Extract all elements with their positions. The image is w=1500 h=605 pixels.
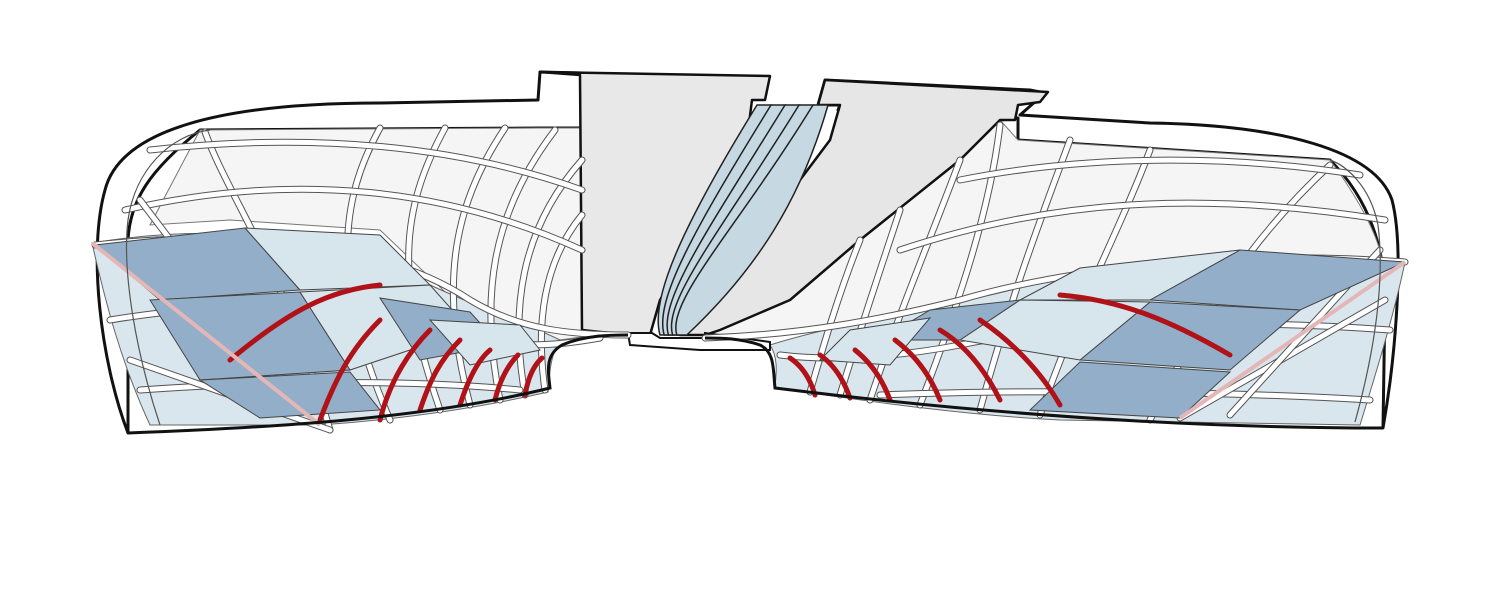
central-fins: [657, 104, 829, 336]
left-red-ribs: [90, 241, 545, 427]
right-inner-frame: [1329, 159, 1381, 423]
left-red-rib: [227, 282, 383, 363]
right-rib: [807, 237, 863, 395]
left-rib: [488, 127, 558, 403]
right-red-rib: [1057, 292, 1233, 358]
right-pink-edge: [1178, 260, 1407, 420]
right-rib: [977, 137, 1073, 413]
right-red-ribs: [787, 260, 1407, 420]
right-glass-panel: [1028, 361, 1232, 419]
left-wing-shell: [95, 70, 584, 435]
left-rib: [147, 139, 585, 193]
left-red-rib: [492, 352, 521, 403]
central-fin: [675, 104, 829, 336]
left-red-rib: [317, 317, 383, 423]
left-pink-edge: [90, 241, 322, 427]
left-rib: [516, 157, 585, 398]
left-rib-lattice: [91, 124, 632, 434]
left-wing-base: [127, 333, 629, 435]
core-right-block: [678, 78, 1050, 337]
left-inner-frame: [125, 129, 211, 426]
left-red-rib: [417, 337, 463, 413]
central-core: [538, 70, 1050, 351]
right-rib: [917, 122, 1003, 408]
right-rib: [957, 157, 1363, 183]
left-rib: [538, 212, 585, 393]
left-red-rib: [377, 327, 433, 423]
right-wing-base: [704, 336, 1384, 430]
right-red-rib: [892, 337, 943, 403]
left-rib: [406, 125, 448, 413]
right-rib: [837, 207, 903, 398]
left-glass-panels: [93, 227, 541, 419]
right-rib: [897, 200, 1388, 253]
right-red-rib: [787, 355, 818, 398]
left-red-rib: [457, 347, 493, 408]
left-red-rib: [522, 355, 545, 398]
right-red-rib: [977, 317, 1063, 408]
right-rib: [867, 157, 963, 403]
right-red-rib: [937, 327, 1003, 403]
right-red-rib: [852, 347, 893, 403]
right-red-rib: [817, 352, 853, 401]
left-glass-panel: [428, 319, 541, 366]
left-rib: [122, 186, 585, 253]
